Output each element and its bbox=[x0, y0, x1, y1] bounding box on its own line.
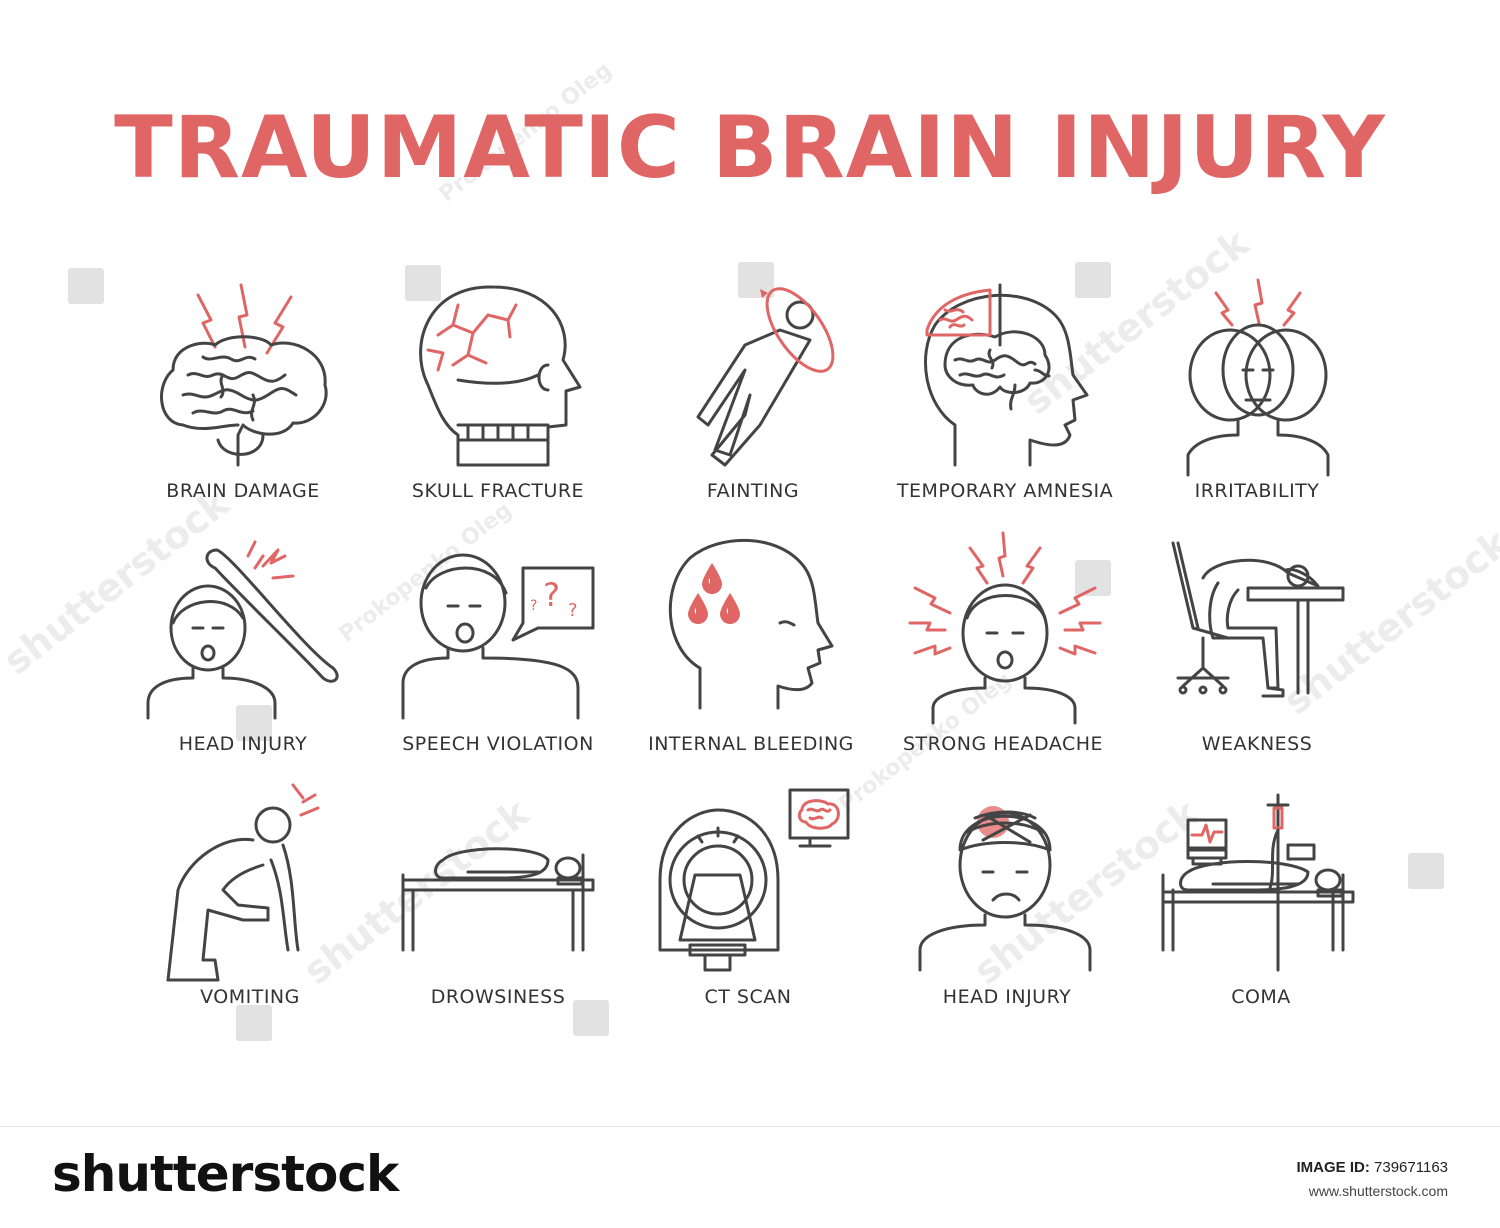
item-label: INTERNAL BLEEDING bbox=[648, 733, 854, 755]
question-mark-small: ? bbox=[568, 600, 578, 621]
internal-bleeding-icon bbox=[650, 528, 850, 728]
item-label: TEMPORARY AMNESIA bbox=[896, 480, 1114, 502]
item-label: WEAKNESS bbox=[1201, 733, 1313, 755]
fainting-icon bbox=[650, 275, 850, 475]
irritability-icon bbox=[1158, 275, 1358, 477]
watermark-square bbox=[573, 1000, 609, 1036]
brain-damage-icon bbox=[143, 275, 343, 475]
ct-scan-icon bbox=[650, 780, 850, 980]
item-label: HEAD INJURY bbox=[178, 733, 308, 755]
speech-violation-icon: ? ? ? bbox=[398, 528, 598, 728]
watermark-square bbox=[1408, 853, 1444, 889]
strong-headache-icon bbox=[905, 528, 1105, 728]
item-label: STRONG HEADACHE bbox=[902, 733, 1104, 755]
item-label: BRAIN DAMAGE bbox=[166, 480, 320, 502]
watermark-square bbox=[1075, 262, 1111, 298]
temporary-amnesia-icon bbox=[905, 275, 1105, 475]
watermark-square bbox=[236, 1005, 272, 1041]
head-injury-bandage-icon bbox=[905, 780, 1105, 980]
item-label: VOMITING bbox=[200, 986, 300, 1008]
item-label: FAINTING bbox=[706, 480, 800, 502]
coma-icon bbox=[1158, 780, 1358, 980]
vomiting-icon bbox=[143, 780, 343, 982]
head-injury-bat-icon bbox=[143, 528, 343, 728]
weakness-icon bbox=[1158, 528, 1358, 728]
watermark-square bbox=[405, 265, 441, 301]
watermark-square bbox=[236, 705, 272, 741]
skull-fracture-icon bbox=[398, 275, 598, 475]
watermark-square bbox=[738, 262, 774, 298]
question-mark: ? bbox=[543, 576, 560, 614]
drowsiness-icon bbox=[398, 780, 598, 980]
item-label: HEAD INJURY bbox=[942, 986, 1072, 1008]
item-label: SPEECH VIOLATION bbox=[402, 733, 594, 755]
question-mark-small: ? bbox=[530, 598, 537, 614]
item-label: COMA bbox=[1231, 986, 1291, 1008]
item-label: SKULL FRACTURE bbox=[411, 480, 585, 502]
item-label: IRRITABILITY bbox=[1194, 480, 1320, 502]
image-id: IMAGE ID: 739671163 bbox=[1297, 1159, 1448, 1176]
page-title: TRAUMATIC BRAIN INJURY bbox=[114, 98, 1386, 198]
item-label: CT SCAN bbox=[704, 986, 792, 1008]
watermark-square bbox=[68, 268, 104, 304]
brand-logo: shutterstock bbox=[52, 1145, 399, 1203]
footer-bar: shutterstock IMAGE ID: 739671163 www.shu… bbox=[0, 1126, 1500, 1228]
site-url: www.shutterstock.com bbox=[1308, 1183, 1448, 1199]
item-label: DROWSINESS bbox=[430, 986, 566, 1008]
image-id-value: 739671163 bbox=[1374, 1159, 1448, 1176]
infographic-poster: Prokopenko Oleg shutterstock shutterstoc… bbox=[0, 57, 1500, 1041]
image-id-label: IMAGE ID: bbox=[1296, 1159, 1370, 1176]
